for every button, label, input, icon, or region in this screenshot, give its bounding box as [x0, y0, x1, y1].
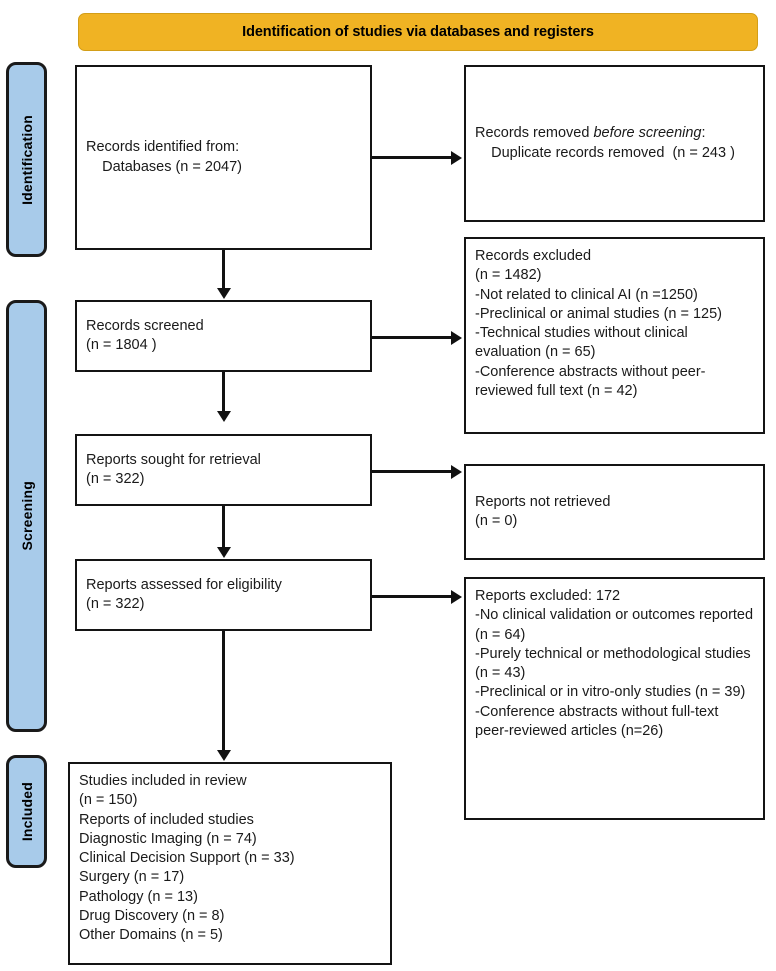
stage-label-screening: Screening — [6, 300, 47, 732]
node-reports-assessed-text: Reports assessed for eligibility (n = 32… — [86, 576, 282, 612]
connector-assessed-to-included — [222, 631, 225, 751]
node-studies-included-text: Studies included in review (n = 150) Rep… — [79, 773, 295, 944]
node-records-excluded-text: Records excluded (n = 1482) -Not related… — [475, 248, 723, 399]
node-reports-sought-for-retrieval: Reports sought for retrieval (n = 322) — [75, 434, 372, 506]
node-reports-excluded: Reports excluded: 172 -No clinical valid… — [464, 577, 765, 820]
node-records-removed-text: Records removed before screening: Duplic… — [466, 124, 744, 163]
node-reports-not-retrieved-text: Reports not retrieved (n = 0) — [475, 493, 611, 529]
node-reports-not-retrieved: Reports not retrieved (n = 0) — [464, 464, 765, 560]
removed-prefix: Records removed — [475, 125, 594, 142]
node-reports-assessed-for-eligibility: Reports assessed for eligibility (n = 32… — [75, 559, 372, 631]
node-studies-included-in-review: Studies included in review (n = 150) Rep… — [68, 762, 392, 965]
arrowhead-sought-to-assessed — [216, 547, 231, 558]
connector-assessed-to-reports-excluded — [372, 595, 452, 598]
arrowhead-screened-to-sought — [216, 411, 231, 422]
node-records-removed-before-screening: Records removed before screening: Duplic… — [464, 65, 765, 222]
node-records-screened: Records screened (n = 1804 ) — [75, 300, 372, 372]
node-records-identified-text: Records identified from: Databases (n = … — [86, 139, 242, 175]
arrowhead-identified-to-removed — [451, 150, 462, 165]
connector-screened-to-sought — [222, 372, 225, 412]
connector-identified-to-screened — [222, 250, 225, 289]
stage-label-included-text: Included — [18, 781, 35, 842]
arrowhead-identified-to-screened — [216, 288, 231, 299]
diagram-title: Identification of studies via databases … — [242, 24, 594, 40]
stage-label-included: Included — [6, 755, 47, 868]
removed-italic: before screening — [593, 125, 702, 142]
arrowhead-screened-to-records-excluded — [451, 330, 462, 345]
node-records-screened-text: Records screened (n = 1804 ) — [86, 317, 204, 353]
arrowhead-assessed-to-included — [216, 750, 231, 761]
arrowhead-assessed-to-reports-excluded — [451, 589, 462, 604]
arrowhead-sought-to-not-retrieved — [451, 464, 462, 479]
connector-sought-to-not-retrieved — [372, 470, 452, 473]
stage-label-screening-text: Screening — [18, 481, 35, 551]
node-records-identified: Records identified from: Databases (n = … — [75, 65, 372, 250]
connector-sought-to-assessed — [222, 506, 225, 548]
stage-label-identification-text: Identification — [18, 114, 35, 205]
connector-screened-to-records-excluded — [372, 336, 452, 339]
node-records-excluded: Records excluded (n = 1482) -Not related… — [464, 237, 765, 434]
diagram-header-banner: Identification of studies via databases … — [78, 13, 758, 51]
removed-suffix: : Duplicate records removed (n = 243 ) — [491, 125, 735, 161]
connector-identified-to-removed — [372, 156, 452, 159]
node-reports-sought-text: Reports sought for retrieval (n = 322) — [86, 451, 261, 487]
node-reports-excluded-text: Reports excluded: 172 -No clinical valid… — [475, 588, 754, 739]
stage-label-identification: Identification — [6, 62, 47, 257]
